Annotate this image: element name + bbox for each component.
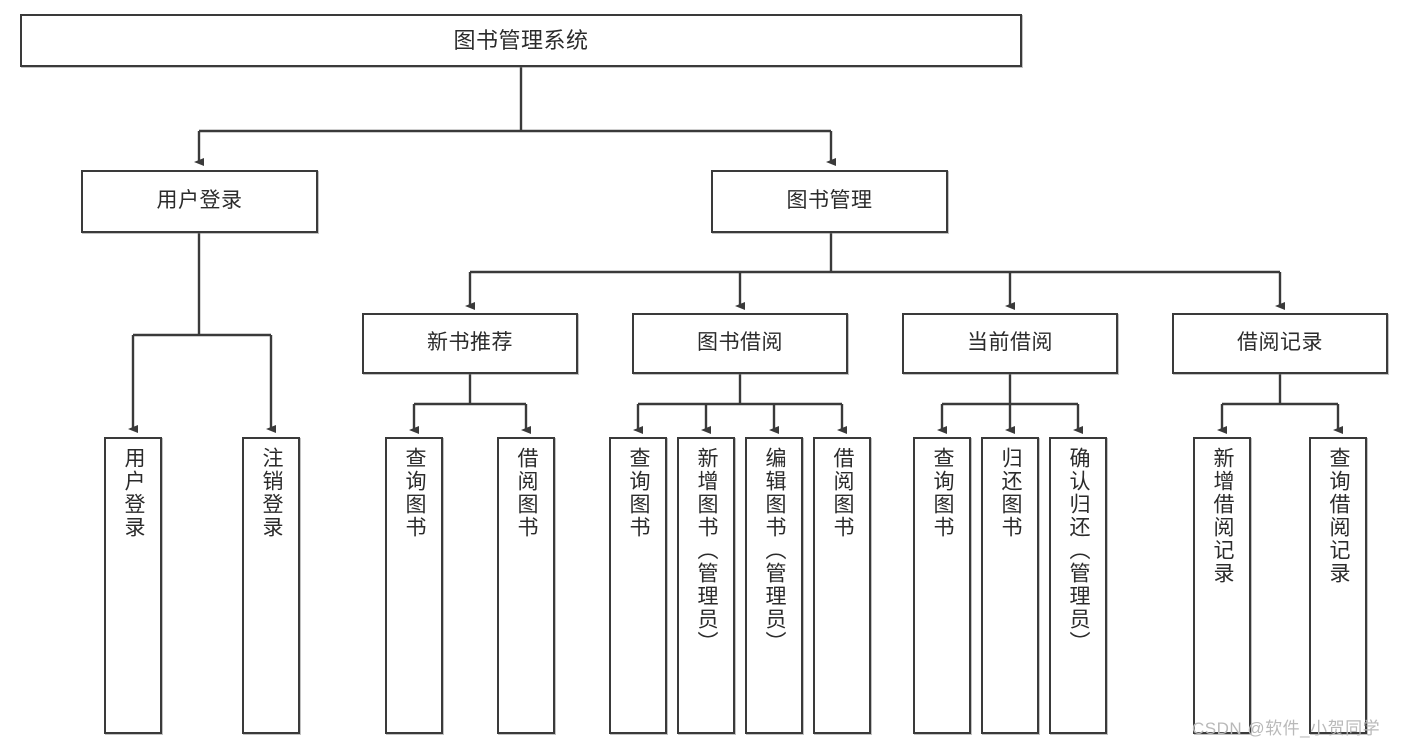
node-leaf-query-book-3-label: 查询图书	[931, 447, 955, 539]
node-leaf-edit-book[interactable]: 编辑图书（管理员）	[745, 437, 803, 734]
watermark: CSDN @软件_小贺同学	[1192, 719, 1381, 738]
node-book-borrow-label: 图书借阅	[697, 331, 783, 355]
node-leaf-return-book-label: 归还图书	[999, 447, 1023, 539]
node-leaf-user-login-label: 用户登录	[122, 447, 146, 539]
node-leaf-query-book-2[interactable]: 查询图书	[609, 437, 667, 734]
node-current-borrow-label: 当前借阅	[967, 331, 1053, 355]
node-leaf-add-book-label: 新增图书（管理员）	[695, 447, 719, 654]
node-root-label: 图书管理系统	[453, 27, 589, 53]
node-leaf-logout-label: 注销登录	[260, 447, 284, 539]
node-leaf-borrow-book-1-label: 借阅图书	[515, 447, 539, 539]
node-leaf-query-book-3[interactable]: 查询图书	[913, 437, 971, 734]
node-leaf-user-login[interactable]: 用户登录	[104, 437, 162, 734]
node-leaf-query-book-2-label: 查询图书	[627, 447, 651, 539]
node-leaf-borrow-book-2[interactable]: 借阅图书	[813, 437, 871, 734]
node-leaf-borrow-book-1[interactable]: 借阅图书	[497, 437, 555, 734]
node-user-login[interactable]: 用户登录	[81, 170, 318, 233]
node-leaf-query-record[interactable]: 查询借阅记录	[1309, 437, 1367, 734]
node-book-manage-label: 图书管理	[786, 189, 873, 213]
node-book-borrow[interactable]: 图书借阅	[632, 313, 848, 374]
node-leaf-query-record-label: 查询借阅记录	[1327, 447, 1351, 585]
node-leaf-return-book[interactable]: 归还图书	[981, 437, 1039, 734]
node-root[interactable]: 图书管理系统	[20, 14, 1022, 67]
node-leaf-confirm-return[interactable]: 确认归还（管理员）	[1049, 437, 1107, 734]
node-borrow-record[interactable]: 借阅记录	[1172, 313, 1388, 374]
node-leaf-confirm-return-label: 确认归还（管理员）	[1067, 447, 1091, 654]
node-leaf-borrow-book-2-label: 借阅图书	[831, 447, 855, 539]
node-leaf-add-record-label: 新增借阅记录	[1211, 447, 1235, 585]
node-leaf-add-book[interactable]: 新增图书（管理员）	[677, 437, 735, 734]
node-leaf-query-book-1-label: 查询图书	[403, 447, 427, 539]
node-current-borrow[interactable]: 当前借阅	[902, 313, 1118, 374]
node-leaf-edit-book-label: 编辑图书（管理员）	[763, 447, 787, 654]
node-new-book-recommend[interactable]: 新书推荐	[362, 313, 578, 374]
node-borrow-record-label: 借阅记录	[1237, 331, 1323, 355]
node-new-book-recommend-label: 新书推荐	[427, 331, 513, 355]
node-book-manage[interactable]: 图书管理	[711, 170, 948, 233]
node-leaf-logout[interactable]: 注销登录	[242, 437, 300, 734]
node-leaf-add-record[interactable]: 新增借阅记录	[1193, 437, 1251, 734]
node-leaf-query-book-1[interactable]: 查询图书	[385, 437, 443, 734]
node-user-login-label: 用户登录	[156, 189, 243, 213]
